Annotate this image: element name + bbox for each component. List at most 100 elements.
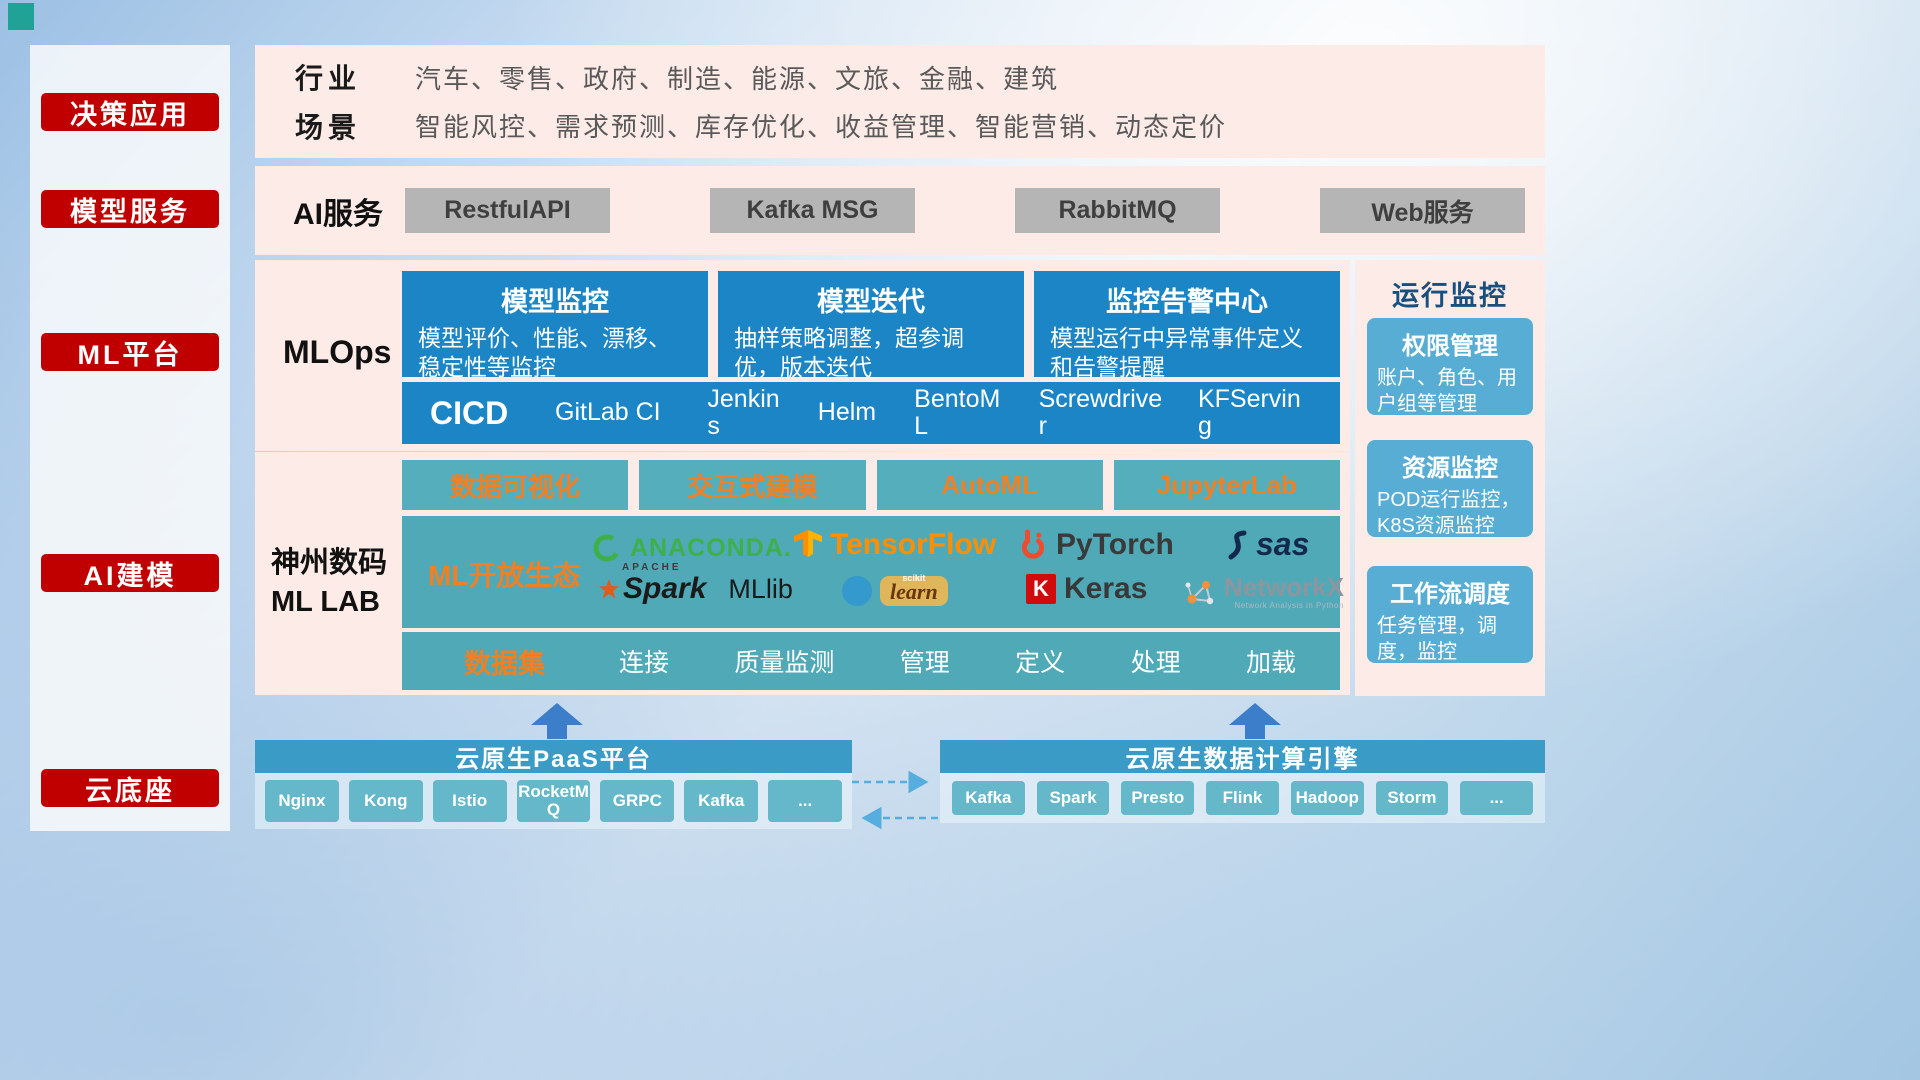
cloud-engine-chips: Kafka Spark Presto Flink Hadoop Storm ..… (940, 773, 1545, 823)
dataset-item-process: 处理 (1130, 649, 1181, 677)
mlops-panel: MLOps 模型监控 模型评价、性能、漂移、稳定性等监控 模型迭代 抽样策略调整… (255, 260, 1350, 451)
scikit-learn-logo: scikit learn (842, 573, 948, 606)
alert-center-card: 监控告警中心 模型运行中异常事件定义和告警提醒 (1034, 271, 1340, 380)
resource-monitoring-card: 资源监控 POD运行监控，K8S资源监控 (1367, 440, 1533, 537)
permission-management-title: 权限管理 (1402, 333, 1498, 360)
dataset-item-define: 定义 (1015, 649, 1066, 677)
cloud-engine-bar: 云原生数据计算引擎 (940, 740, 1545, 773)
tensorflow-wordmark: TensorFlow (830, 528, 997, 561)
chip-nginx: Nginx (265, 780, 339, 822)
chip-kafka: Kafka (684, 780, 759, 822)
sas-logo: sas (1224, 526, 1309, 563)
ai-service-buttons: RestfulAPI Kafka MSG RabbitMQ Web服务 (405, 188, 1525, 233)
scikit-supertitle: scikit (902, 573, 926, 583)
cicd-item-gitlab-ci: GitLab CI (555, 398, 661, 427)
cicd-item-helm: Helm (817, 398, 877, 427)
up-arrow-head (1229, 703, 1281, 725)
category-badge-model-service: 模型服务 (41, 190, 219, 228)
web-service-box: Web服务 (1320, 188, 1525, 233)
model-iteration-desc: 抽样策略调整，超参调优，版本迭代 (734, 325, 964, 381)
networkx-subtitle: Network Analysis in Python (1234, 601, 1344, 610)
pytorch-logo: PyTorch (1018, 528, 1174, 562)
keras-logo: K Keras (1026, 572, 1147, 606)
mllib-wordmark: MLlib (728, 573, 793, 604)
restfulapi-box: RestfulAPI (405, 188, 610, 233)
chip-kafka-2: Kafka (952, 781, 1025, 815)
pytorch-icon (1021, 529, 1045, 559)
chip-storm: Storm (1375, 781, 1449, 815)
pytorch-wordmark: PyTorch (1056, 528, 1174, 561)
automl-box: AutoML (876, 460, 1103, 510)
cicd-item-screwdriver: Screwdriver (1038, 384, 1163, 440)
chip-rocketmq: RocketMQ (516, 780, 591, 822)
ai-service-label: AI服务 (293, 197, 383, 231)
jupyterlab-box: JupyterLab (1113, 460, 1340, 510)
category-badge-cloud-base: 云底座 (41, 769, 219, 807)
photo-corner-accent (8, 3, 34, 30)
mlops-cards: 模型监控 模型评价、性能、漂移、稳定性等监控 模型迭代 抽样策略调整，超参调优，… (402, 271, 1340, 380)
cicd-items: GitLab CI Jenkins Helm BentoML Screwdriv… (555, 384, 1340, 441)
ml-lab-label-line2: ML LAB (271, 586, 381, 619)
left-category-rail: 决策应用 模型服务 ML平台 AI建模 云底座 (30, 45, 230, 831)
model-iteration-title: 模型迭代 (817, 287, 925, 317)
interactive-modeling-box: 交互式建模 (639, 460, 866, 510)
ml-open-ecosystem-band: ML开放生态 ANACONDA. TensorFlow (402, 516, 1344, 628)
networkx-wordmark: NetworkX (1224, 572, 1344, 602)
dataset-row: 数据集 连接 质量监测 管理 定义 处理 加载 (402, 632, 1340, 690)
dataset-item-connect: 连接 (619, 649, 670, 677)
dashed-flow-arrows (852, 770, 938, 830)
permission-management-card: 权限管理 账户、角色、用户组等管理 (1367, 318, 1533, 415)
cicd-item-bentoml: BentoML (914, 384, 1001, 440)
spark-wordmark: Spark (623, 572, 707, 605)
model-monitoring-title: 模型监控 (501, 287, 609, 317)
model-monitoring-card: 模型监控 模型评价、性能、漂移、稳定性等监控 (402, 271, 708, 380)
resource-monitoring-desc: POD运行监控，K8S资源监控 (1377, 489, 1521, 537)
chip-kong: Kong (348, 780, 423, 822)
chip-more-2: ... (1460, 781, 1534, 815)
industry-row: 行业 汽车、零售、政府、制造、能源、文旅、金融、建筑 (255, 57, 1545, 97)
rabbitmq-box: RabbitMQ (1015, 188, 1220, 233)
category-badge-ml-platform: ML平台 (41, 333, 219, 371)
up-arrow-stem (547, 725, 567, 739)
chip-grpc: GRPC (600, 780, 675, 822)
spark-main: APACHE Spark (598, 562, 707, 606)
dataset-item-load: 加载 (1245, 649, 1296, 677)
cloud-paas-chips: Nginx Kong Istio RocketMQ GRPC Kafka ... (255, 773, 852, 829)
category-badge-ai-modeling: AI建模 (41, 554, 219, 592)
up-arrow-engine (1229, 703, 1281, 739)
ai-service-panel: AI服务 RestfulAPI Kafka MSG RabbitMQ Web服务 (255, 166, 1545, 255)
up-arrow-head (531, 703, 583, 725)
scenario-list: 智能风控、需求预测、库存优化、收益管理、智能营销、动态定价 (415, 112, 1228, 143)
chip-spark: Spark (1036, 781, 1110, 815)
learn-wordmark: learn (890, 579, 938, 604)
run-monitoring-title: 运行监控 (1392, 281, 1508, 311)
chip-hadoop: Hadoop (1290, 781, 1364, 815)
ml-lab-panel: 神州数码 ML LAB 数据可视化 交互式建模 AutoML JupyterLa… (255, 452, 1350, 695)
alert-center-desc: 模型运行中异常事件定义和告警提醒 (1050, 325, 1303, 381)
anaconda-icon (593, 534, 621, 562)
scikit-learn-tag: scikit learn (880, 573, 948, 606)
industry-list: 汽车、零售、政府、制造、能源、文旅、金融、建筑 (415, 63, 1060, 94)
anaconda-logo: ANACONDA. (592, 533, 792, 563)
ml-open-ecosystem-label: ML开放生态 (428, 560, 581, 591)
networkx-texts: NetworkX Network Analysis in Python (1224, 574, 1344, 610)
tensorflow-logo: TensorFlow (794, 528, 996, 562)
industry-label: 行业 (295, 63, 362, 95)
dataset-item-manage: 管理 (899, 649, 950, 677)
industry-scenario-panel: 行业 汽车、零售、政府、制造、能源、文旅、金融、建筑 场景 智能风控、需求预测、… (255, 45, 1545, 158)
chip-presto: Presto (1121, 781, 1195, 815)
alert-center-title: 监控告警中心 (1106, 287, 1268, 317)
cicd-label: CICD (430, 394, 509, 431)
keras-k-icon: K (1026, 574, 1056, 604)
keras-wordmark: Keras (1064, 572, 1148, 605)
category-badge-decision-apps: 决策应用 (41, 93, 219, 131)
mlops-label: MLOps (283, 334, 392, 370)
workflow-scheduling-desc: 任务管理，调度，监控 (1377, 615, 1497, 663)
spark-star-icon (599, 579, 619, 599)
sas-swoosh-icon (1228, 530, 1247, 559)
ml-lab-tools-row: 数据可视化 交互式建模 AutoML JupyterLab (402, 460, 1340, 510)
run-monitoring-panel: 运行监控 权限管理 账户、角色、用户组等管理 资源监控 POD运行监控，K8S资… (1355, 260, 1545, 696)
networkx-graph-icon (1185, 581, 1214, 605)
ml-lab-label: 神州数码 ML LAB (271, 544, 387, 622)
